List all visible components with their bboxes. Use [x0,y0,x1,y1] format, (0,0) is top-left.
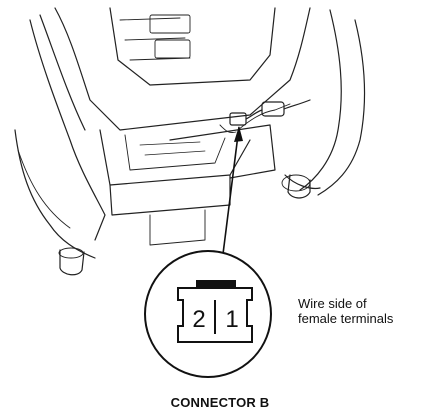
connector-title: CONNECTOR B [170,395,270,410]
pin-2-label: 2 [192,306,205,333]
terminal-note-line2: female terminals [298,311,394,326]
leader-arrowhead [234,126,243,142]
seat-frame-illustration [14,7,366,276]
connector-plug-icon [177,280,253,343]
pin-1-label: 1 [225,306,238,333]
terminal-note-line1: Wire side of [298,296,367,311]
leader-line [221,126,240,263]
